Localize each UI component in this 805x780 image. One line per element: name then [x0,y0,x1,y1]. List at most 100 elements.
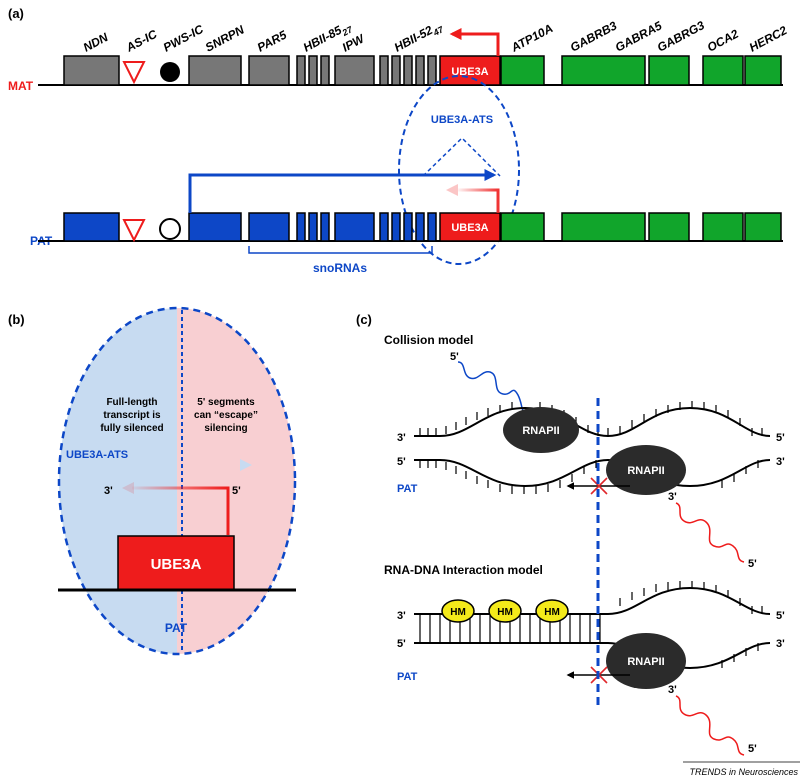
panel-b-region-fills [59,308,295,654]
hm-marker-3 [535,599,569,623]
ube3a-arrowhead-b [122,482,134,494]
snorna-bracket [248,246,433,254]
ube3a-ats-label-a: UBE3A-ATS [431,114,493,126]
interaction-top-3: 3' [397,610,406,622]
panel-a: (a) NDN AS-IC PWS-IC SNRPN PAR5 HBII-852… [8,6,790,275]
escape-text-2: can “escape” [194,410,258,421]
hm-marker-1-label: HM [450,607,466,618]
gene-label-gabrb3: GABRB3 [568,18,620,54]
collision-rungs [419,401,763,494]
gene-block-oca2-pat [702,212,744,242]
gene-label-par5: PAR5 [255,28,289,55]
gene-block-hbii85-pat-1 [296,212,306,242]
gene-block-hbii52-pat-1 [379,212,389,242]
gene-block-oca2-mat [702,55,744,86]
collision-blue-rna [457,361,529,419]
gene-block-gabrb3-mat [561,55,646,86]
collision-block-x [590,477,608,495]
pat-label-b: PAT [165,621,188,635]
gene-label-hbii52-group: HBII-5247 [392,18,446,58]
ats-dashed-inverted-v [422,136,501,177]
collision-top-3: 3' [397,432,406,444]
ats-label-b: UBE3A-ATS [66,449,128,461]
collision-top-5: 5' [776,432,785,444]
gene-block-ndn-pat [63,212,120,242]
panel-c-label: (c) [356,312,372,327]
hm-marker-2 [488,599,522,623]
interaction-rna-3-label: 3' [668,684,677,696]
rnapii-collision-bottom-label: RNAPII [627,465,664,477]
rnapii-collision-top-label: RNAPII [522,425,559,437]
hm-marker-1 [441,599,475,623]
gene-label-pws-ic: PWS-IC [161,22,206,55]
gene-block-herc2-pat [744,212,782,242]
ube3a-pat-faded-arrowhead [446,184,458,196]
gene-block-par5-pat [248,212,290,242]
interaction-red-rna [675,695,745,756]
ube3a-box-b-label: UBE3A [151,556,202,573]
collision-rna-5-end: 5' [748,558,757,570]
interaction-bot-5: 5' [397,638,406,650]
rnapii-collision-top [503,407,579,453]
end-3-label-b: 3' [104,485,113,497]
panel-b-oval [57,306,297,656]
gene-block-hbii52-pat-3 [403,212,413,242]
gene-label-atp10a: ATP10A [508,21,555,55]
mat-label: MAT [8,79,34,93]
end-5-label-b: 5' [232,485,241,497]
interaction-model-title: RNA-DNA Interaction model [384,563,543,577]
ube3a-pat-label: UBE3A [451,222,488,234]
gene-block-hbii85-pat-3 [320,212,330,242]
collision-rna-5-label: 5' [450,351,459,363]
paternal-chromosome: PAT UBE3A [30,169,783,275]
gene-block-gabra5-mat [648,55,690,86]
pws-ic-circle-mat [160,62,180,82]
svg-text:HBII-5247: HBII-5247 [392,18,446,58]
silenced-text-1: Full-length [106,397,157,408]
interaction-pat-label: PAT [397,671,418,683]
interaction-bottom-strand [414,642,771,670]
gene-block-hbii52-mat-2 [391,55,401,86]
as-ic-triangle-pat [122,219,146,243]
escape-text-3: silencing [204,423,247,434]
gene-block-hbii52-pat-4 [415,212,425,242]
gene-label-oca2: OCA2 [705,26,741,54]
interaction-bot-3: 3' [776,638,785,650]
collision-bottom-strand [414,458,771,488]
collision-red-rna [675,502,745,563]
silenced-region-fill [59,308,177,654]
ube3a-arrow-b-line [132,486,230,535]
gene-block-hbii85-mat-1 [296,55,306,86]
gene-labels: NDN AS-IC PWS-IC SNRPN PAR5 HBII-8527 IP… [81,18,790,58]
escape-text-1: 5' segments [197,397,255,408]
gene-block-ube3a-pat [439,212,501,242]
gene-block-ipw-pat [334,212,375,242]
gene-block-ube3a-mat [439,55,501,86]
collision-model-title: Collision model [384,333,473,347]
pws-ic-circle-pat [159,218,181,240]
gene-block-ndn-mat [63,55,120,86]
gene-label-gabra5: GABRA5 [613,18,665,54]
escape-region-fill [177,308,295,654]
ats-arrowhead-b [240,459,252,471]
gene-label-ndn: NDN [81,30,111,55]
gene-label-herc2: HERC2 [747,23,790,55]
gene-block-par5-mat [248,55,290,86]
gene-label-hbii85: HBII-85 [301,23,344,55]
panel-c: (c) Collision model 5' 3' 5' 5' 3' [356,312,785,756]
gene-block-ipw-mat [334,55,375,86]
gene-block-hbii85-mat-3 [320,55,330,86]
collision-bot-3: 3' [776,456,785,468]
silenced-text-2: transcript is [103,410,161,421]
gene-block-hbii52-pat-5 [427,212,437,242]
collision-rna-3-label: 3' [668,491,677,503]
panel-b-label: (b) [8,312,25,327]
silenced-text-3: fully silenced [100,423,163,434]
ats-transcript-arrow [188,169,497,213]
gene-label-snrpn: SNRPN [203,22,247,54]
imprinting-oval: UBE3A-ATS [398,75,520,265]
gene-block-hbii85-mat-2 [308,55,318,86]
gene-block-hbii52-mat-5 [427,55,437,86]
gene-block-atp10a-pat [500,212,545,242]
